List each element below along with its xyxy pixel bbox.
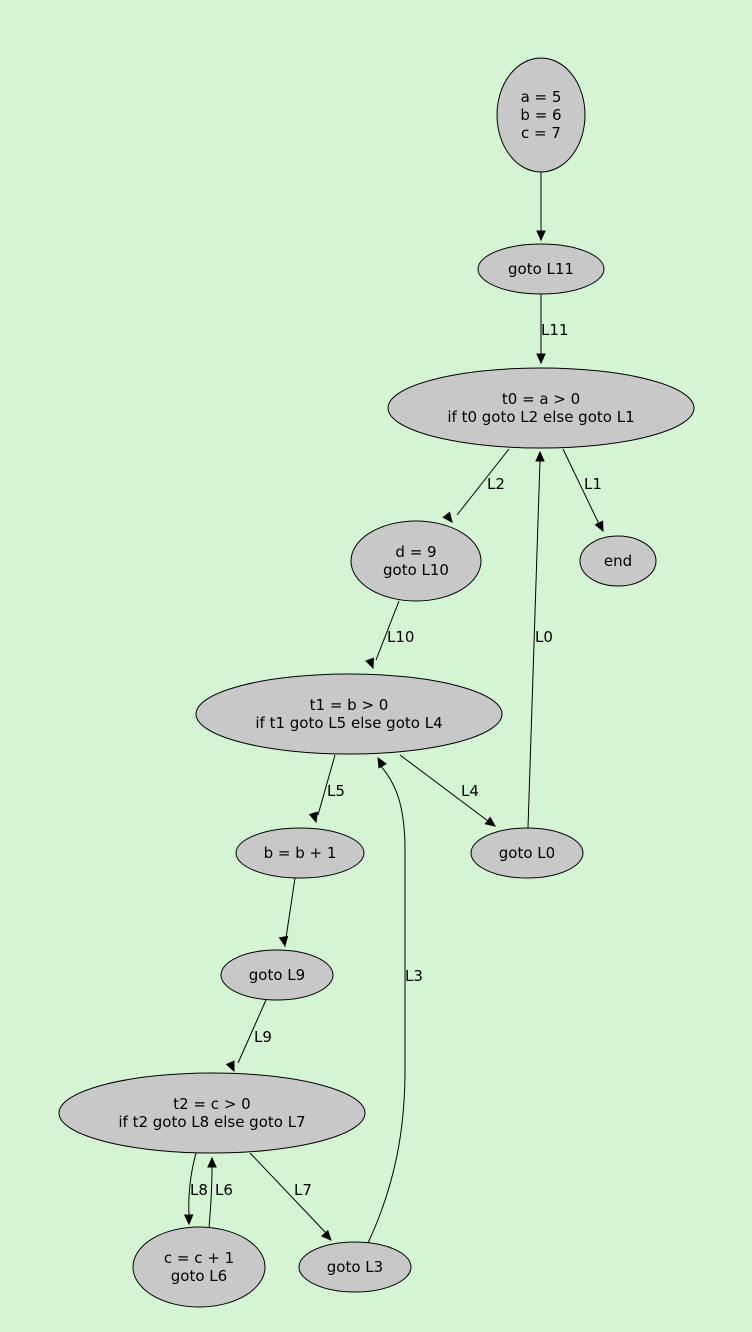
edge-label: L8 xyxy=(190,1181,208,1199)
edge-l3: L3 xyxy=(367,756,423,1244)
edge-label: L9 xyxy=(254,1028,272,1046)
node-shape xyxy=(298,1241,412,1293)
node-label-line: if t1 goto L5 else goto L4 xyxy=(255,714,442,732)
node-label-line: a = 5 xyxy=(521,88,562,106)
node-shape xyxy=(470,827,584,879)
node-shape xyxy=(235,827,365,879)
edge-l1: L1 xyxy=(562,448,604,533)
edge-line xyxy=(237,999,267,1064)
edge-line xyxy=(456,448,510,516)
node-shape xyxy=(496,57,586,173)
edge-label: L3 xyxy=(405,967,423,985)
node-label-line: goto L3 xyxy=(327,1258,383,1276)
edge-line xyxy=(375,600,400,661)
node-shape xyxy=(350,520,482,602)
arrowhead xyxy=(536,230,546,242)
edge-bb1-goto9 xyxy=(278,877,296,948)
arrowhead xyxy=(594,520,604,533)
arrowhead xyxy=(535,450,545,462)
node-label-line: t2 = c > 0 xyxy=(173,1095,250,1113)
node-label-line: t1 = b > 0 xyxy=(310,696,389,714)
arrowhead xyxy=(278,935,289,948)
edge-l4: L4 xyxy=(399,754,496,827)
node-shape xyxy=(58,1072,366,1154)
edge-l7: L7 xyxy=(249,1152,332,1241)
edge-line xyxy=(188,1152,197,1217)
edge-l6: L6 xyxy=(207,1156,233,1229)
node-goto11: goto L11 xyxy=(477,243,605,295)
node-shape xyxy=(477,243,605,295)
node-shape xyxy=(195,673,503,755)
edge-line xyxy=(527,459,541,829)
node-label-line: goto L10 xyxy=(383,561,449,579)
edge-line xyxy=(367,764,406,1244)
arrowhead xyxy=(320,1229,332,1241)
edge-label: L4 xyxy=(461,782,479,800)
edge-init-goto11 xyxy=(536,172,546,242)
edge-l0: L0 xyxy=(527,450,553,829)
arrowhead xyxy=(183,1214,194,1226)
edge-label: L5 xyxy=(327,782,345,800)
node-label-line: goto L11 xyxy=(508,260,574,278)
node-label-line: goto L0 xyxy=(499,844,555,862)
edge-line xyxy=(562,448,600,525)
arrowhead xyxy=(225,1060,235,1073)
node-goto3: goto L3 xyxy=(298,1241,412,1293)
edge-l8: L8 xyxy=(183,1152,208,1226)
node-init: a = 5b = 6c = 7 xyxy=(496,57,586,173)
edge-line xyxy=(317,754,336,816)
node-bb1: b = b + 1 xyxy=(235,827,365,879)
edge-l5: L5 xyxy=(308,754,345,824)
node-shape xyxy=(220,949,334,1001)
edge-label: L10 xyxy=(387,628,414,646)
node-goto9: goto L9 xyxy=(220,949,334,1001)
node-label-line: c = c + 1 xyxy=(164,1249,234,1267)
edge-line xyxy=(249,1152,327,1234)
node-end: end xyxy=(579,535,657,587)
arrowhead xyxy=(536,353,546,365)
arrowhead xyxy=(365,657,375,670)
node-shape xyxy=(132,1226,266,1308)
edge-l9: L9 xyxy=(225,999,272,1073)
node-t0: t0 = a > 0if t0 goto L2 else goto L1 xyxy=(387,367,695,449)
node-label-line: if t2 goto L8 else goto L7 xyxy=(118,1113,305,1131)
node-label-line: goto L9 xyxy=(249,966,305,984)
edge-line xyxy=(208,1165,213,1229)
arrowhead xyxy=(442,511,453,523)
node-label-line: end xyxy=(604,552,632,570)
edge-l11: L11 xyxy=(536,294,568,365)
edge-label: L6 xyxy=(215,1181,233,1199)
node-shape xyxy=(579,535,657,587)
edge-line xyxy=(285,877,296,939)
arrowhead xyxy=(207,1156,217,1168)
edge-l10: L10 xyxy=(365,600,414,670)
node-label-line: goto L6 xyxy=(171,1267,227,1285)
edge-label: L1 xyxy=(584,475,602,493)
edge-label: L7 xyxy=(294,1181,312,1199)
edge-label: L11 xyxy=(541,321,568,339)
node-goto0: goto L0 xyxy=(470,827,584,879)
node-label-line: if t0 goto L2 else goto L1 xyxy=(447,408,634,426)
edge-label: L2 xyxy=(487,475,505,493)
edge-line xyxy=(399,754,489,822)
node-t1: t1 = b > 0if t1 goto L5 else goto L4 xyxy=(195,673,503,755)
arrowhead xyxy=(484,816,496,827)
nodes-layer: a = 5b = 6c = 7 goto L11 t0 = a > 0if t0 g… xyxy=(58,57,695,1308)
node-label-line: d = 9 xyxy=(395,543,436,561)
edge-l2: L2 xyxy=(442,448,510,523)
node-label-line: c = 7 xyxy=(521,124,561,142)
arrowhead xyxy=(377,756,387,769)
node-label-line: b = b + 1 xyxy=(264,844,337,862)
node-t2: t2 = c > 0if t2 goto L8 else goto L7 xyxy=(58,1072,366,1154)
node-shape xyxy=(387,367,695,449)
arrowhead xyxy=(308,811,319,824)
node-label-line: t0 = a > 0 xyxy=(502,390,580,408)
edge-label: L0 xyxy=(535,628,553,646)
node-label-line: b = 6 xyxy=(520,106,561,124)
